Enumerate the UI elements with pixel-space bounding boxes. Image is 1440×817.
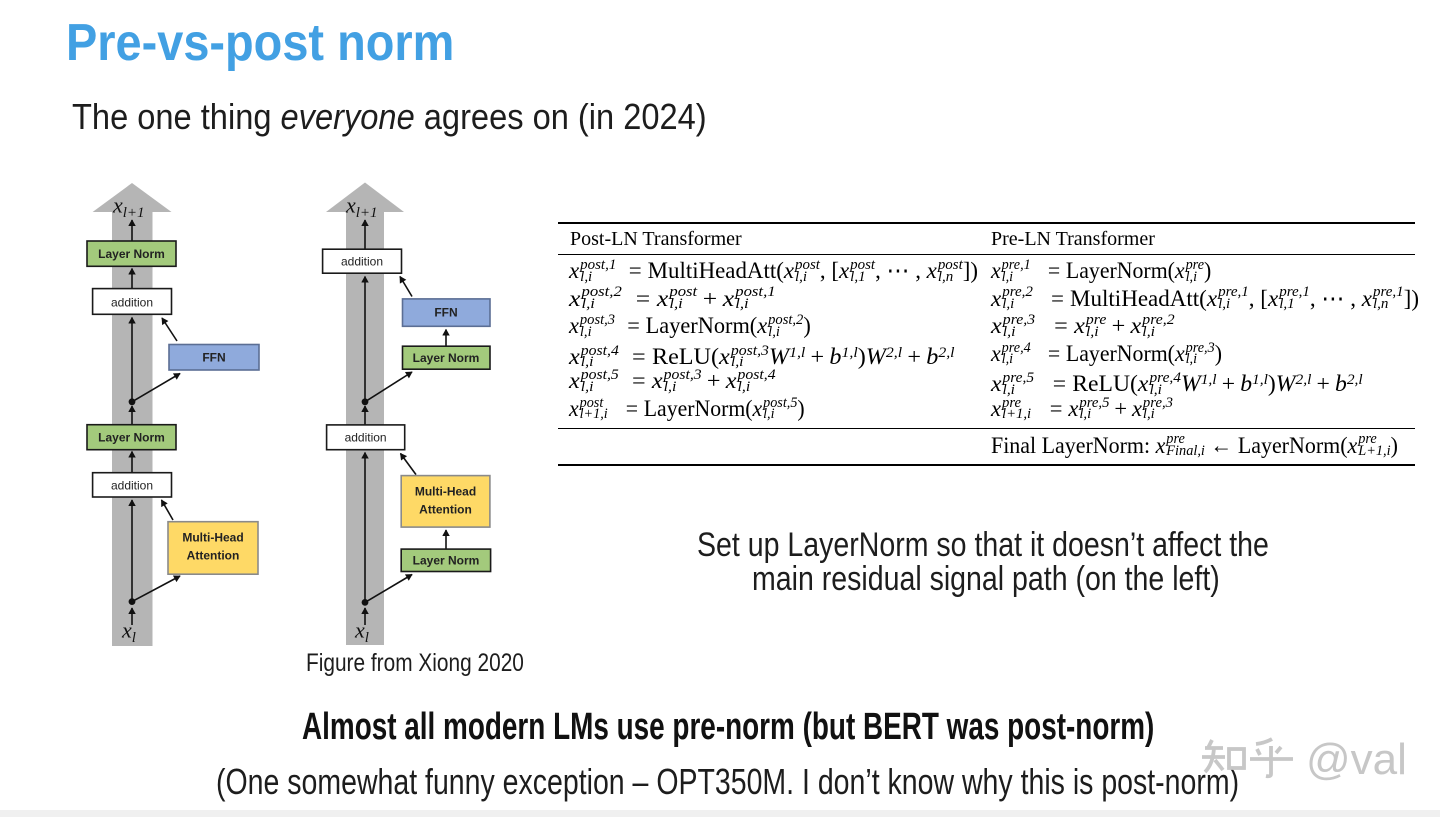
svg-text:Attention: Attention [187,549,240,563]
svg-text:addition: addition [341,255,383,269]
svg-text:FFN: FFN [202,351,225,365]
svg-text:Layer Norm: Layer Norm [98,247,165,261]
svg-text:Layer Norm: Layer Norm [413,554,480,568]
svg-text:addition: addition [345,431,387,445]
svg-text:Multi-Head: Multi-Head [182,531,243,545]
svg-text:Multi-Head: Multi-Head [415,485,476,499]
svg-text:FFN: FFN [434,306,457,320]
svg-text:addition: addition [111,479,153,493]
svg-text:Layer Norm: Layer Norm [98,431,165,445]
svg-text:Layer Norm: Layer Norm [413,351,480,365]
svg-text:Attention: Attention [419,503,472,517]
svg-text:addition: addition [111,296,153,310]
